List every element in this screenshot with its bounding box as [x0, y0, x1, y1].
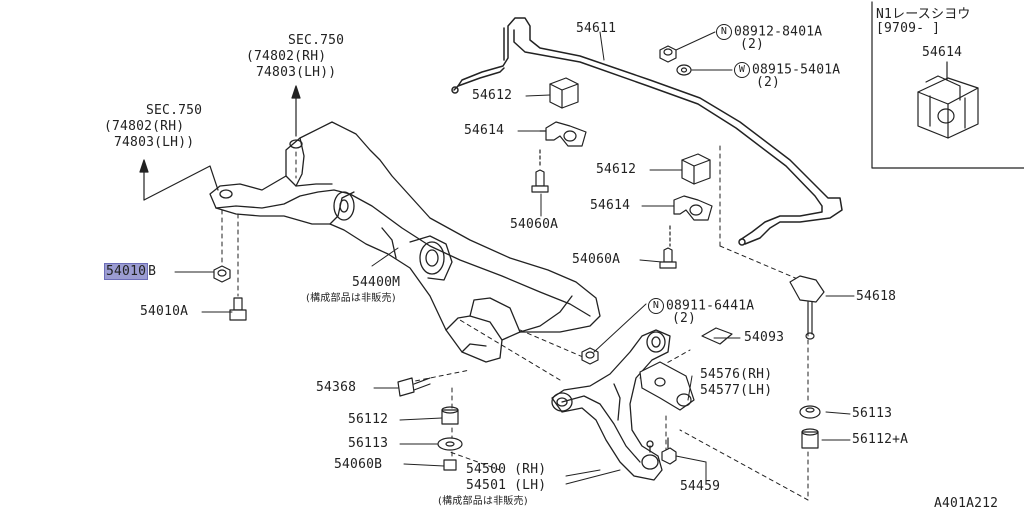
nut-54010b	[213, 265, 231, 283]
part-label-54501[interactable]: 54501 (LH)	[466, 478, 547, 493]
part-label-54612-a[interactable]: 54612	[472, 88, 513, 103]
bracket-54576	[639, 361, 695, 411]
part-label-54368[interactable]: 54368	[316, 380, 357, 395]
part-label-54611[interactable]: 54611	[576, 21, 617, 36]
sec-ref-top-lh: 74803(LH))	[256, 65, 337, 80]
part-label-54060a-1[interactable]: 54060A	[510, 217, 559, 232]
leader-lines	[174, 31, 855, 485]
highlighted-part-54010[interactable]: 54010	[104, 263, 149, 280]
inset-frame	[871, 1, 1024, 169]
part-label-54614-a[interactable]: 54614	[464, 123, 505, 138]
bushing-54612-b	[681, 153, 711, 185]
qty-08912: (2)	[740, 37, 765, 52]
inset-part-label[interactable]: 54614	[922, 45, 963, 60]
clamp-54614-a	[539, 121, 587, 147]
part-label-54400m[interactable]: 54400M	[352, 275, 401, 290]
part-label-56112[interactable]: 56112	[348, 412, 389, 427]
sec-ref-top[interactable]: SEC.750	[288, 33, 345, 48]
washer-56113	[437, 437, 463, 451]
nut-08912	[659, 45, 677, 63]
part-label-54093[interactable]: 54093	[744, 330, 785, 345]
bolt-54060a-2	[659, 225, 677, 269]
sec-ref-left-lh: 74803(LH))	[114, 135, 195, 150]
stabilizer-link-54618	[789, 275, 825, 340]
part-label-56113-b[interactable]: 56113	[852, 406, 893, 421]
bushing-56112	[441, 406, 459, 425]
part-label-54612-b[interactable]: 54612	[596, 162, 637, 177]
bolt-54368	[397, 377, 431, 397]
sec-ref-top-rh: (74802(RH)	[246, 49, 327, 64]
part-label-54614-b[interactable]: 54614	[590, 198, 631, 213]
clamp-54614-b	[673, 195, 713, 221]
part-label-54576[interactable]: 54576(RH)	[700, 367, 773, 382]
bushing-54612-a	[549, 77, 579, 109]
part-label-56112a[interactable]: 56112+A	[852, 432, 909, 447]
part-label-54010a[interactable]: 54010A	[140, 304, 189, 319]
part-label-54060b[interactable]: 54060B	[334, 457, 383, 472]
pad-54093	[701, 327, 733, 345]
n-symbol-icon-2: N	[648, 298, 664, 314]
stabilizer-bar	[451, 17, 843, 246]
part-label-56113[interactable]: 56113	[348, 436, 389, 451]
part-label-54577[interactable]: 54577(LH)	[700, 383, 773, 398]
bushing-56112a	[801, 428, 819, 449]
part-label-54500[interactable]: 54500 (RH)	[466, 462, 547, 477]
diagram-id: A401A212	[934, 496, 999, 511]
qty-08911: (2)	[672, 311, 697, 326]
note-54400m: (構成部品は非販売)	[306, 293, 396, 304]
washer-08915	[676, 64, 692, 76]
lower-arm-54500	[551, 329, 671, 481]
part-label-54060a-2[interactable]: 54060A	[572, 252, 621, 267]
sec-arrows	[139, 85, 301, 201]
washer-56113b	[799, 405, 821, 419]
bolt-54459	[661, 437, 677, 465]
inset-date: [9709- ]	[876, 21, 941, 36]
part-label-54459[interactable]: 54459	[680, 479, 721, 494]
inset-bushing-clamp	[917, 61, 979, 139]
w-symbol-icon: W	[734, 62, 750, 78]
n-symbol-icon: N	[716, 24, 732, 40]
qty-08915: (2)	[756, 75, 781, 90]
bolt-54060a-1	[531, 149, 549, 193]
note-5450x: (構成部品は非販売)	[438, 496, 528, 507]
crossmember-54400m	[209, 121, 601, 363]
sec-ref-left[interactable]: SEC.750	[146, 103, 203, 118]
bolt-54010a	[229, 297, 247, 321]
part-label-54618[interactable]: 54618	[856, 289, 897, 304]
nut-54060b	[443, 459, 457, 471]
inset-title: N1レースシヨウ	[876, 7, 971, 22]
sec-ref-left-rh: (74802(RH)	[104, 119, 185, 134]
